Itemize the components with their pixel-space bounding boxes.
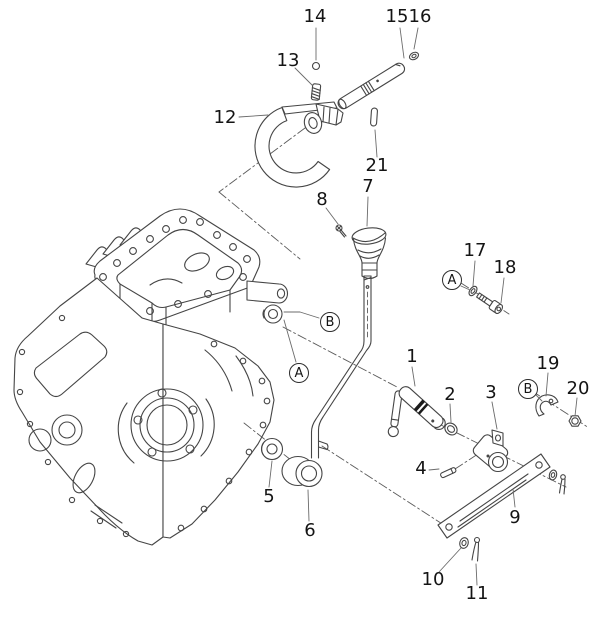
callout-19: 19 xyxy=(536,353,560,374)
hex-nut xyxy=(568,415,582,427)
shaft-washer xyxy=(408,51,420,61)
cotter-pin-link-end xyxy=(558,474,566,495)
o-ring xyxy=(444,422,458,436)
callout-20: 20 xyxy=(566,378,590,399)
clevis-pin xyxy=(440,467,457,479)
gear-lever-rod xyxy=(310,275,372,459)
outer-lever xyxy=(387,386,446,438)
callout-1: 1 xyxy=(406,346,418,367)
callout-2: 2 xyxy=(444,384,456,405)
lever-bushing xyxy=(281,455,323,488)
callout-12: 12 xyxy=(213,107,237,128)
clevis xyxy=(472,429,509,473)
callout-3: 3 xyxy=(485,382,497,403)
detent-ball xyxy=(311,61,321,71)
callout-16: 16 xyxy=(408,6,432,27)
callout-10: 10 xyxy=(421,569,445,590)
callout-21: 21 xyxy=(365,155,389,176)
plain-washer-17 xyxy=(468,285,478,297)
gearbox-housing xyxy=(13,208,289,546)
ref-balloon-b-housing: B xyxy=(320,312,340,332)
callout-15: 15 xyxy=(385,6,409,27)
callout-14: 14 xyxy=(303,6,327,27)
gear-knob xyxy=(351,227,387,280)
callout-13: 13 xyxy=(276,50,300,71)
callout-6: 6 xyxy=(304,520,316,541)
callout-18: 18 xyxy=(493,257,517,278)
hex-bolt-18 xyxy=(476,292,504,315)
callout-8: 8 xyxy=(316,189,328,210)
callout-11: 11 xyxy=(465,583,489,604)
callout-4: 4 xyxy=(415,458,427,479)
shift-fork xyxy=(254,101,344,188)
link-rod xyxy=(437,453,551,539)
ref-balloon-a-housing: A xyxy=(289,363,309,383)
cotter-pin-11 xyxy=(471,536,481,562)
ref-balloon-b-hardware: B xyxy=(518,379,538,399)
seal-washer xyxy=(260,437,284,461)
callout-9: 9 xyxy=(509,507,521,528)
washer-10 xyxy=(459,537,469,549)
roll-pin xyxy=(370,107,378,127)
fork-shaft xyxy=(337,62,406,110)
callout-17: 17 xyxy=(463,240,487,261)
ref-balloon-a-hardware: A xyxy=(442,270,462,290)
callout-7: 7 xyxy=(362,176,374,197)
set-screw xyxy=(335,224,347,238)
leader-lines xyxy=(238,27,578,586)
detent-spring xyxy=(310,83,322,101)
callout-5: 5 xyxy=(263,486,275,507)
washer-link-end xyxy=(548,469,558,481)
